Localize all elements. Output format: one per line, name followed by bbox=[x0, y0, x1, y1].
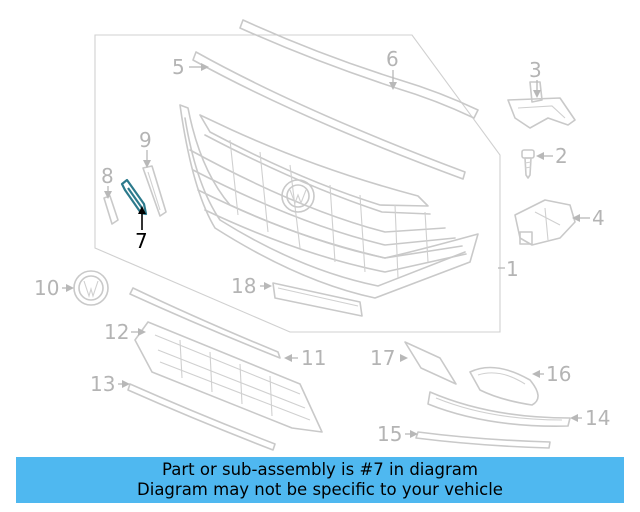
part-13-lower-molding bbox=[127, 383, 276, 451]
info-banner: Part or sub-assembly is #7 in diagram Di… bbox=[16, 457, 624, 503]
callout-15: 15 bbox=[377, 422, 402, 446]
part-14-lamp-trim bbox=[427, 391, 571, 427]
part-5-molding-strip bbox=[192, 51, 466, 180]
callout-1: 1 bbox=[506, 257, 519, 281]
callout-10: 10 bbox=[34, 276, 59, 300]
callout-14: 14 bbox=[585, 406, 610, 430]
callout-3: 3 bbox=[529, 58, 542, 82]
callout-4: 4 bbox=[592, 206, 605, 230]
callout-16: 16 bbox=[546, 362, 571, 386]
part-9-side-trim bbox=[142, 165, 167, 217]
callout-7: 7 bbox=[135, 229, 148, 253]
callout-8: 8 bbox=[101, 164, 114, 188]
part-4-bracket bbox=[514, 199, 576, 246]
callout-18: 18 bbox=[231, 274, 256, 298]
callout-9: 9 bbox=[139, 128, 152, 152]
callout-12: 12 bbox=[104, 320, 129, 344]
callout-17: 17 bbox=[370, 346, 395, 370]
part-18-lower-insert bbox=[272, 282, 363, 317]
callout-13: 13 bbox=[90, 372, 115, 396]
part-16-trim bbox=[469, 366, 539, 406]
part-17-plate bbox=[404, 341, 457, 385]
callout-6: 6 bbox=[386, 47, 399, 71]
part-11-lower-strip bbox=[129, 287, 281, 359]
part-3-bracket bbox=[507, 81, 576, 129]
callout-11: 11 bbox=[301, 346, 326, 370]
callout-5: 5 bbox=[172, 55, 185, 79]
part-15-bottom-strip bbox=[415, 431, 551, 449]
callout-2: 2 bbox=[555, 144, 568, 168]
banner-line-1: Part or sub-assembly is #7 in diagram bbox=[162, 460, 478, 479]
part-12-lower-grille bbox=[134, 321, 323, 433]
leader-lines bbox=[62, 63, 590, 438]
assembly-outline bbox=[94, 34, 501, 333]
banner-line-2: Diagram may not be specific to your vehi… bbox=[137, 480, 503, 499]
part-10-emblem bbox=[73, 270, 109, 306]
part-1-grille bbox=[179, 104, 479, 299]
part-8-side-piece bbox=[103, 195, 119, 225]
part-6-upper-molding bbox=[239, 19, 479, 119]
part-2-screw bbox=[521, 149, 535, 179]
